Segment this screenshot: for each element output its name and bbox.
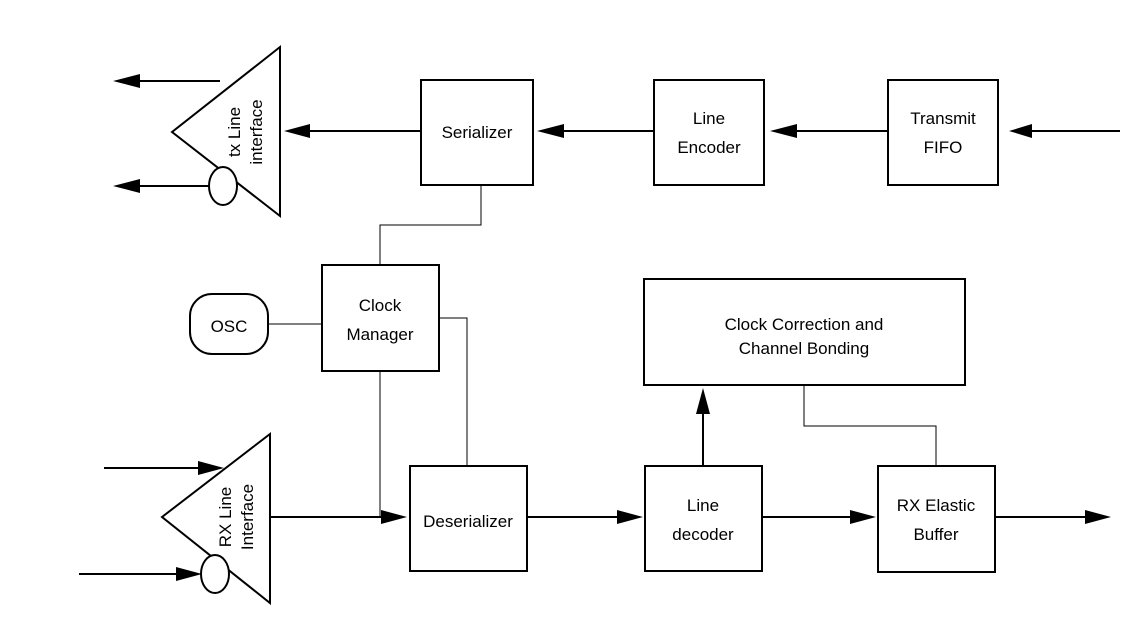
serializer-block: Serializer (420, 79, 534, 186)
clock-correction-label-1: Clock Correction and (725, 315, 884, 334)
rx-line-interface-label-1: RX Line (216, 487, 235, 547)
osc-label: OSC (211, 317, 248, 336)
deserializer-label: Deserializer (423, 512, 513, 531)
deserializer-block: Deserializer (409, 465, 528, 572)
line-encoder-label-2: Encoder (677, 138, 741, 157)
clock-manager-label-1: Clock (359, 296, 402, 315)
osc-block: OSC (189, 293, 269, 355)
rx-elastic-buffer-block: RX Elastic Buffer (877, 465, 996, 573)
clock-correction-label-2: Channel Bonding (739, 339, 869, 358)
rx-input-arrows (79, 461, 224, 581)
clock-manager-block: Clock Manager (321, 264, 440, 372)
line-decoder-label-2: decoder (672, 525, 734, 544)
clock-wires (268, 185, 482, 517)
transmit-fifo-block: Transmit FIFO (887, 79, 999, 186)
tx-line-interface-label-2: interface (247, 99, 266, 164)
tx-arrows (113, 74, 1120, 193)
line-decoder-block: Line decoder (644, 465, 763, 572)
rx-arrows (270, 385, 1111, 524)
transmit-fifo-label-1: Transmit (910, 109, 976, 128)
rx-elastic-buffer-label-1: RX Elastic (897, 496, 976, 515)
rx-line-interface-label-2: Interface (238, 484, 257, 550)
rx-elastic-buffer-label-2: Buffer (913, 525, 958, 544)
transmit-fifo-label-2: FIFO (924, 138, 963, 157)
clock-correction-block: Clock Correction and Channel Bonding (643, 278, 966, 386)
line-decoder-label-1: Line (687, 496, 719, 515)
line-encoder-block: Line Encoder (653, 79, 765, 186)
clock-manager-label-2: Manager (346, 325, 413, 344)
serializer-label: Serializer (442, 123, 513, 142)
line-encoder-label-1: Line (693, 109, 725, 128)
tx-line-interface-label-1: tx Line (225, 107, 244, 157)
rx-line-interface: RX Line Interface (160, 431, 271, 606)
tx-line-interface: tx Line interface (170, 44, 281, 219)
